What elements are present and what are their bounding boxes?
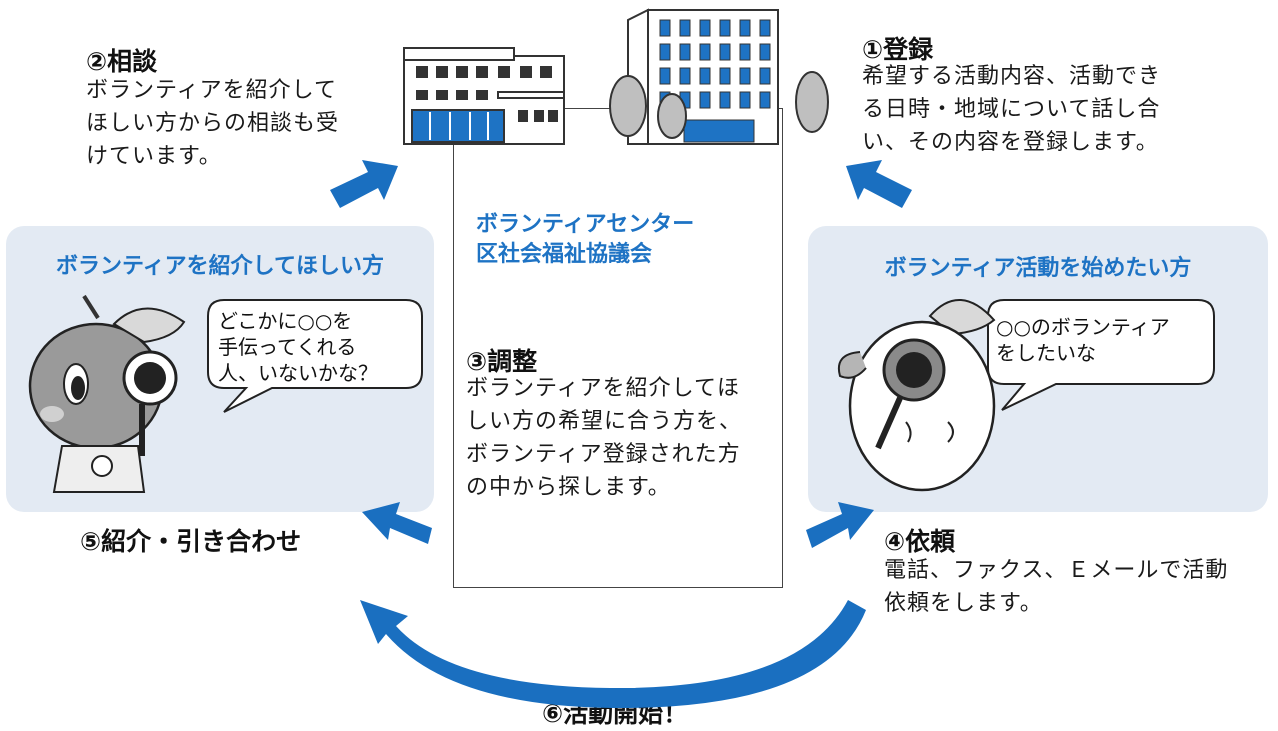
center-name-line1: ボランティアセンター xyxy=(476,212,695,237)
step-register-title: ①登録 xyxy=(862,35,934,64)
arrow-register-icon xyxy=(846,160,912,208)
left-bubble-text: どこかに○○を 手伝ってくれる 人、いないかな？ xyxy=(218,309,378,385)
right-panel-title: ボランティア活動を始めたい方 xyxy=(884,256,1192,281)
apple-mascot xyxy=(28,294,186,493)
arrow-request-icon xyxy=(806,502,874,548)
step-consult-body: ボランティアを紹介して ほしい方からの相談も受 けています。 xyxy=(86,78,340,169)
arrow-introduce-icon xyxy=(362,502,432,544)
right-speech-bubble xyxy=(987,299,1215,411)
step-request-title: ④依頼 xyxy=(884,527,956,556)
step-register-body: 希望する活動内容、活動でき る日時・地域について話し合 い、その内容を登録します… xyxy=(862,64,1162,155)
volunteer-center-box xyxy=(453,108,783,588)
arrow-start-icon xyxy=(360,600,866,709)
sheep-mascot xyxy=(838,299,996,492)
step-adjust-body: ボランティアを紹介してほ しい方の希望に合う方を、 ボランティア登録された方 の… xyxy=(466,376,743,500)
center-name: ボランティアセンター 区社会福祉協議会 xyxy=(476,210,776,270)
left-panel-title: ボランティアを紹介してほしい方 xyxy=(55,254,385,279)
step-adjust-title: ③調整 xyxy=(466,347,538,376)
arrow-consult-icon xyxy=(330,160,398,208)
left-speech-bubble xyxy=(207,299,423,413)
right-bubble-text: ○○のボランティア をしたいな xyxy=(996,315,1170,365)
step-consult-title: ②相談 xyxy=(86,47,158,76)
center-name-line2: 区社会福祉協議会 xyxy=(476,242,653,267)
buildings-illustration xyxy=(403,8,829,145)
step-request-body: 電話、ファクス、Ｅメールで活動 依頼をします。 xyxy=(884,558,1229,616)
step-introduce-title: ⑤紹介・引き合わせ xyxy=(80,527,302,556)
